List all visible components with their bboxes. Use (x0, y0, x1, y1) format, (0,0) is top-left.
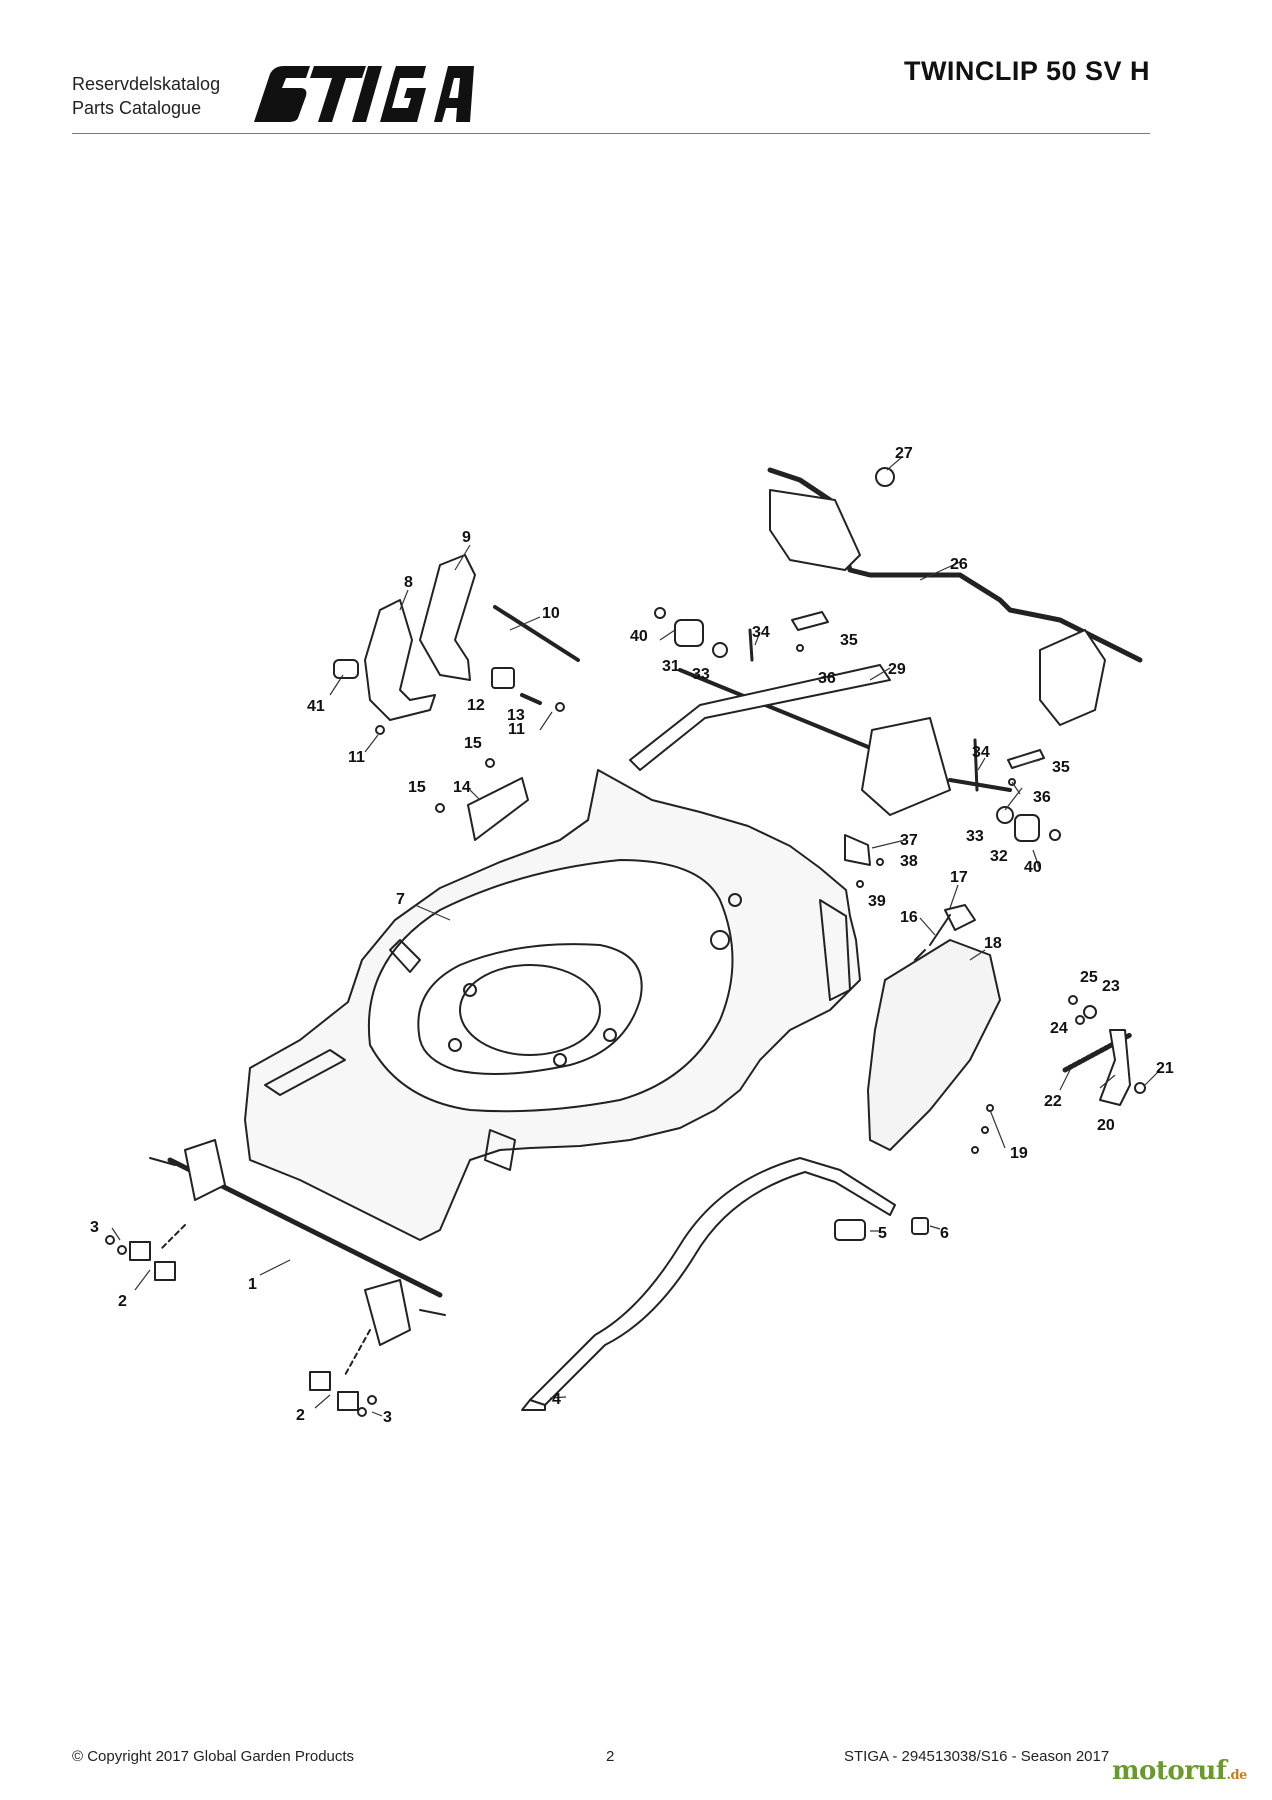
callout-20: 20 (1097, 1117, 1115, 1134)
side-plate (467, 777, 529, 841)
callout-34: 34 (972, 744, 990, 761)
cable-clip (914, 904, 976, 961)
leader-lines (111, 456, 1161, 1417)
callout-17: 17 (950, 869, 968, 886)
callout-33: 33 (692, 666, 710, 683)
drive-train (629, 467, 1143, 888)
handle-knob (834, 1219, 866, 1241)
mower-deck (244, 769, 861, 1241)
callout-34: 34 (752, 624, 770, 641)
callout-33: 33 (966, 828, 984, 845)
watermark-logo: motoruf.de (1112, 1756, 1247, 1786)
callout-36: 36 (818, 670, 836, 687)
callout-2: 2 (118, 1293, 127, 1310)
adjuster-clips (105, 1224, 377, 1417)
callout-35: 35 (840, 632, 858, 649)
callout-27: 27 (895, 445, 913, 462)
copyright-notice: © Copyright 2017 Global Garden Products (72, 1748, 355, 1765)
height-adjust-axle (149, 1139, 446, 1346)
catalog-title-swedish: Reservdelskatalog (72, 74, 221, 94)
callout-35: 35 (1052, 759, 1070, 776)
callout-13: 13 (507, 707, 525, 724)
header-divider (72, 133, 1150, 134)
callout-22: 22 (1044, 1093, 1062, 1110)
callout-23: 23 (1102, 978, 1120, 995)
rear-flap (867, 939, 1001, 1151)
callout-numbers: 1 2 2 3 3 4 5 6 7 8 9 10 11 11 12 13 14 … (90, 445, 1174, 1426)
model-title: TWINCLIP 50 SV H (903, 56, 1150, 86)
callout-5: 5 (878, 1225, 887, 1242)
callout-39: 39 (868, 893, 886, 910)
callout-29: 29 (888, 661, 906, 678)
callout-16: 16 (900, 909, 918, 926)
callout-25: 25 (1080, 969, 1098, 986)
callout-6: 6 (940, 1225, 949, 1242)
callout-3: 3 (383, 1409, 392, 1426)
callout-14: 14 (453, 779, 471, 796)
callout-15: 15 (464, 735, 482, 752)
callout-4: 4 (552, 1391, 561, 1408)
callout-3: 3 (90, 1219, 99, 1236)
callout-38: 38 (900, 853, 918, 870)
callout-9: 9 (462, 529, 471, 546)
callout-7: 7 (396, 891, 405, 908)
callout-24: 24 (1050, 1020, 1068, 1037)
stiga-logo (254, 66, 474, 122)
callout-32: 32 (990, 848, 1008, 865)
callout-10: 10 (542, 605, 560, 622)
callout-11: 11 (348, 749, 365, 766)
side-plate-screw (485, 758, 495, 768)
callout-37: 37 (900, 832, 918, 849)
watermark-main: motoruf (1112, 1756, 1227, 1786)
callout-18: 18 (984, 935, 1002, 952)
callout-8: 8 (404, 574, 413, 591)
callout-26: 26 (950, 556, 968, 573)
callout-15: 15 (408, 779, 426, 796)
height-lever-assembly (333, 554, 580, 735)
callout-12: 12 (467, 697, 485, 714)
callout-40: 40 (630, 628, 648, 645)
handle-bushing (911, 1217, 929, 1235)
callout-41: 41 (307, 698, 325, 715)
page-number: 2 (606, 1748, 615, 1765)
callout-19: 19 (1010, 1145, 1028, 1162)
callout-1: 1 (248, 1276, 257, 1293)
callout-40: 40 (1024, 859, 1042, 876)
watermark-suffix: .de (1226, 1768, 1248, 1783)
callout-11: 11 (508, 721, 525, 738)
catalog-title-english: Parts Catalogue (72, 98, 202, 118)
catalog-heading: Reservdelskatalog Parts Catalogue (72, 72, 220, 120)
callout-21: 21 (1156, 1060, 1174, 1077)
callout-36: 36 (1033, 789, 1051, 806)
document-reference: STIGA - 294513038/S16 - Season 2017 (844, 1748, 1110, 1765)
rear-flap-spring (1062, 995, 1146, 1106)
side-plate-screw (435, 803, 445, 813)
callout-2: 2 (296, 1407, 305, 1424)
handle-bar (521, 1157, 896, 1411)
callout-31: 31 (662, 658, 680, 675)
